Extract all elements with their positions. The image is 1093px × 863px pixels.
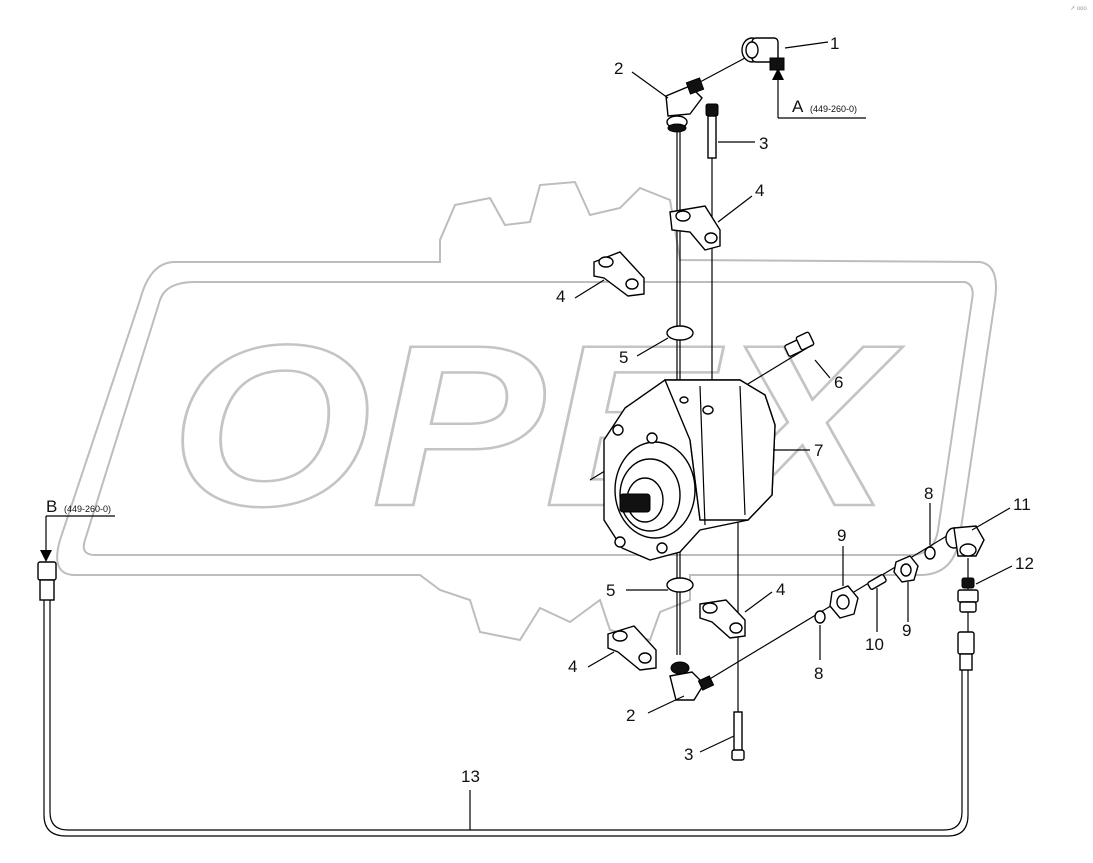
watermark-text: OPEX: [170, 297, 903, 554]
part-3-bolt-bottom: [731, 711, 745, 761]
part-7-gear-pump: [603, 379, 776, 561]
callout-13: 13: [461, 767, 480, 786]
callout-4-bottom-left: 4: [568, 657, 577, 676]
watermark-badge: OPEX: [56, 180, 997, 642]
part-9-nut-top: [893, 555, 919, 583]
part-6-screw-plug: [589, 331, 815, 481]
reference-b-letter: B: [46, 497, 57, 516]
callout-3-top: 3: [759, 134, 768, 153]
callout-labels: 1 2 3 4 4 5 6 7 8 11 9 12 5 4 9 10 4 8 2…: [461, 34, 1034, 786]
callout-4-top-right: 4: [755, 181, 764, 200]
callout-5-top: 5: [619, 348, 628, 367]
part-4-clamp-bottom-left: [607, 625, 657, 671]
callout-11: 11: [1013, 495, 1031, 514]
part-2-elbow-top: [665, 77, 705, 133]
callout-6: 6: [834, 373, 843, 392]
callout-9-bottom: 9: [902, 621, 911, 640]
part-4-clamp-bottom-right: [699, 599, 746, 639]
callout-3-bottom: 3: [684, 745, 693, 764]
part-5-o-ring-top: [666, 325, 694, 341]
part-4-clamp-top-left: [593, 251, 645, 297]
callout-8-top: 8: [924, 484, 933, 503]
callout-9-top: 9: [837, 526, 846, 545]
reference-a-code: (449-260-0): [810, 104, 857, 114]
callout-10: 10: [865, 635, 884, 654]
part-9-nut-bottom: [829, 585, 859, 619]
callout-2-bottom: 2: [626, 706, 635, 725]
part-8-seal-top: [924, 546, 936, 560]
hose-13: [37, 561, 975, 837]
part-3-bolt-top: [705, 103, 719, 159]
part-5-o-ring-bottom: [666, 577, 694, 593]
reference-b: B (449-260-0): [40, 497, 115, 562]
part-10-tube-insert: [867, 574, 887, 590]
part-2-elbow-bottom: [669, 661, 715, 701]
callout-12: 12: [1015, 554, 1034, 573]
callout-4-bottom-right: 4: [776, 580, 785, 599]
callout-8-bottom: 8: [814, 664, 823, 683]
reference-a-letter: A: [792, 97, 804, 116]
callout-4-top-left: 4: [556, 287, 565, 306]
part-1-elbow-fitting: [699, 37, 785, 83]
reference-a: A (449-260-0): [772, 68, 866, 119]
corner-mark: ↗ ooo: [1070, 6, 1087, 12]
part-4-clamp-top-right: [669, 205, 721, 251]
part-11-elbow-fitting: [945, 525, 985, 557]
part-12-connector: [957, 558, 979, 632]
part-8-seal-bottom: [814, 610, 826, 624]
callout-7: 7: [814, 441, 823, 460]
callout-5-bottom: 5: [606, 581, 615, 600]
callout-1: 1: [830, 34, 839, 53]
callout-leaders: [469, 41, 1013, 830]
callout-2-top: 2: [614, 59, 623, 78]
reference-b-code: (449-260-0): [64, 504, 111, 514]
